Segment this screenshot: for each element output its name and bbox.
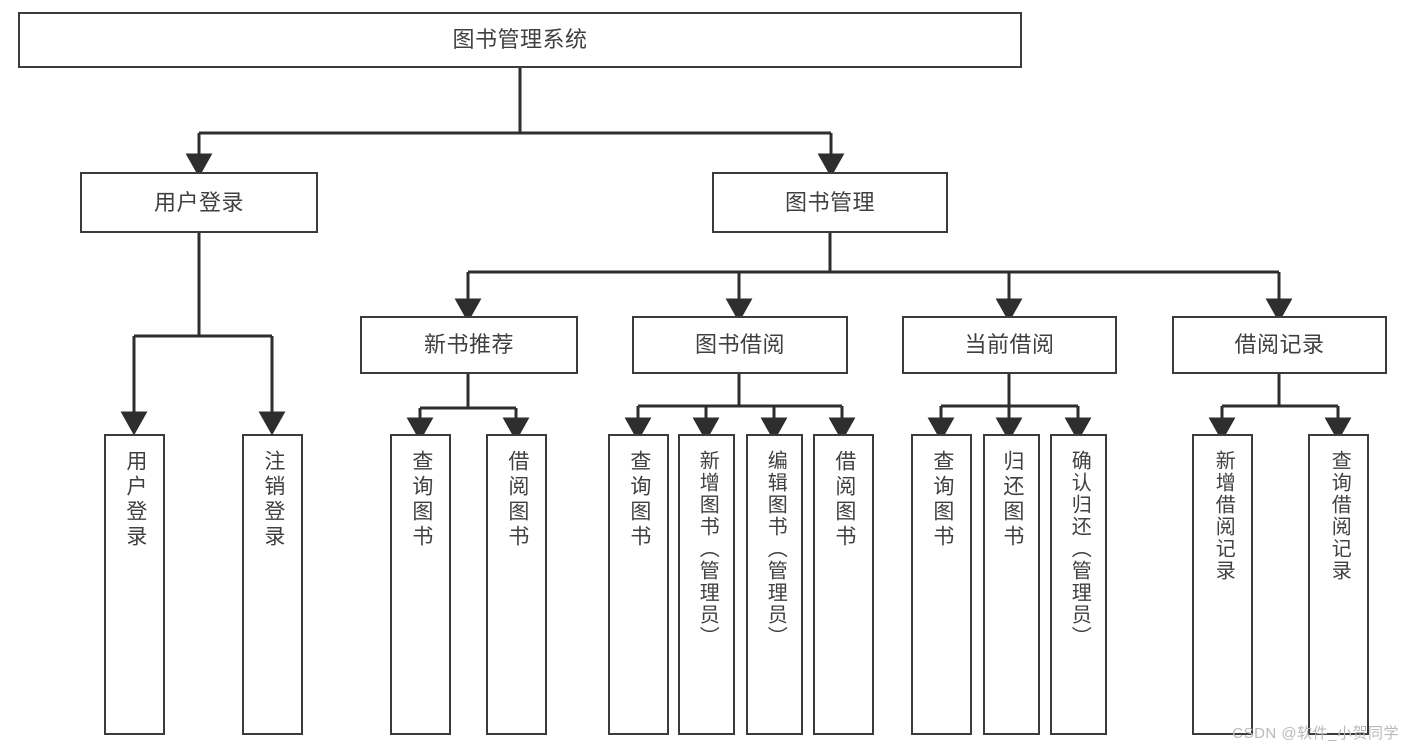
node-label: 用户登录	[153, 189, 244, 215]
leaf-record-add-borrow-record[interactable]: 新增借阅记录	[1192, 434, 1253, 735]
node-borrow-record[interactable]: 借阅记录	[1172, 316, 1387, 374]
node-user-login[interactable]: 用户登录	[80, 172, 318, 233]
node-label: 借阅图书	[505, 450, 529, 550]
leaf-borrow-borrow-book[interactable]: 借阅图书	[813, 434, 874, 735]
node-label: 查询图书	[930, 450, 954, 550]
leaf-borrow-query-book[interactable]: 查询图书	[608, 434, 669, 735]
node-label: 查询图书	[627, 450, 651, 550]
leaf-recommend-borrow-book[interactable]: 借阅图书	[486, 434, 547, 735]
node-label: 确认归还（管理员）	[1068, 450, 1091, 648]
node-label: 注销登录	[261, 450, 285, 550]
node-new-book-recommend[interactable]: 新书推荐	[360, 316, 578, 374]
node-book-borrow[interactable]: 图书借阅	[632, 316, 848, 374]
leaf-borrow-add-book-admin[interactable]: 新增图书（管理员）	[678, 434, 735, 735]
node-label: 新书推荐	[423, 332, 514, 358]
node-label: 图书管理系统	[452, 27, 588, 53]
leaf-recommend-query-book[interactable]: 查询图书	[390, 434, 451, 735]
node-label: 借阅图书	[832, 450, 856, 550]
node-label: 图书管理	[784, 189, 875, 215]
leaf-current-confirm-return-admin[interactable]: 确认归还（管理员）	[1050, 434, 1107, 735]
node-label: 新增借阅记录	[1212, 450, 1235, 582]
node-root-book-management-system[interactable]: 图书管理系统	[18, 12, 1022, 68]
node-label: 图书借阅	[694, 332, 785, 358]
leaf-current-return-book[interactable]: 归还图书	[983, 434, 1040, 735]
leaf-user-login-signin[interactable]: 用户登录	[104, 434, 165, 735]
node-label: 查询借阅记录	[1328, 450, 1351, 582]
leaf-current-query-book[interactable]: 查询图书	[911, 434, 972, 735]
node-label: 查询图书	[409, 450, 433, 550]
leaf-borrow-edit-book-admin[interactable]: 编辑图书（管理员）	[746, 434, 803, 735]
node-label: 借阅记录	[1234, 332, 1325, 358]
leaf-user-login-signout[interactable]: 注销登录	[242, 434, 303, 735]
node-current-borrow[interactable]: 当前借阅	[902, 316, 1117, 374]
node-label: 新增图书（管理员）	[696, 450, 719, 648]
node-label: 归还图书	[1000, 450, 1024, 550]
watermark: CSDN @软件_小贺同学	[1232, 725, 1399, 742]
leaf-record-query-borrow-record[interactable]: 查询借阅记录	[1308, 434, 1369, 735]
node-label: 用户登录	[123, 450, 147, 550]
node-label: 编辑图书（管理员）	[764, 450, 787, 648]
node-label: 当前借阅	[964, 332, 1055, 358]
node-book-management[interactable]: 图书管理	[712, 172, 948, 233]
